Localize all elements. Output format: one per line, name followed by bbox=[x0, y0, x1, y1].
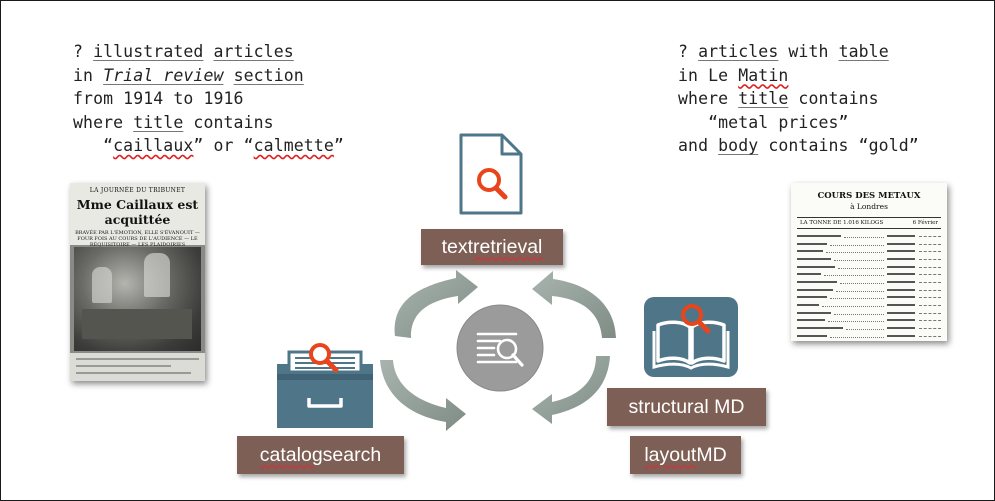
catalog-search-label: catalog search bbox=[237, 436, 404, 474]
query-right-segment: title bbox=[738, 89, 789, 108]
newspaper-clipping-left: LA JOURNÉE DU TRIBUNET Mme Caillaux est … bbox=[70, 183, 205, 381]
query-left-segment: title bbox=[133, 112, 184, 132]
file-cabinet-icon bbox=[277, 343, 373, 428]
query-left-segment: caillaux bbox=[113, 136, 194, 155]
clipping-left-headline: Mme Caillaux est acquittée bbox=[76, 197, 199, 227]
query-left-segment: from 1914 to 1916 bbox=[73, 89, 244, 108]
document-search-icon bbox=[459, 133, 523, 215]
label-text: structural MD bbox=[628, 395, 745, 418]
query-right-segment: Matin bbox=[738, 65, 789, 85]
query-right-segment: body bbox=[718, 136, 759, 155]
clipping-right-row bbox=[797, 278, 941, 286]
query-right-segment: Le bbox=[708, 65, 739, 85]
clipping-left-header: LA JOURNÉE DU TRIBUNET Mme Caillaux est … bbox=[70, 183, 205, 248]
cycle-arrow-top-right bbox=[532, 271, 616, 338]
query-right-segment: “metal prices” bbox=[678, 112, 849, 132]
layout-md-label: layout MD bbox=[630, 436, 741, 474]
query-left-segment: ” or “ bbox=[193, 136, 254, 155]
query-right-line: “metal prices” bbox=[678, 111, 919, 135]
clipping-right-row bbox=[797, 301, 941, 309]
query-left-line: from 1914 to 1916 bbox=[73, 87, 344, 111]
clipping-left-kicker: LA JOURNÉE DU TRIBUNET bbox=[89, 187, 186, 194]
query-right-segment: contains “gold” bbox=[758, 136, 919, 155]
query-right-segment: and bbox=[678, 136, 719, 155]
query-right-segment: where bbox=[678, 89, 739, 108]
text-search-hub-icon bbox=[456, 304, 544, 392]
query-right-line: in Le Matin bbox=[678, 64, 919, 88]
query-right-line: where title contains bbox=[678, 87, 919, 111]
cycle-arrow-bottom-right bbox=[532, 356, 610, 424]
query-left-segment: ” bbox=[333, 136, 344, 155]
query-left-segment: Trial review bbox=[103, 65, 224, 85]
label-text: layout bbox=[644, 443, 697, 466]
clipping-right-row bbox=[797, 286, 941, 294]
clipping-right-row bbox=[797, 324, 941, 332]
text-retrieval-label: text retrieval bbox=[421, 229, 563, 265]
clipping-right-row bbox=[797, 263, 941, 271]
clipping-right-table-header: LA TONNE DE 1.016 KILOGS 6 Février bbox=[797, 217, 941, 229]
query-right-line: ? articles with table bbox=[678, 40, 919, 64]
clipping-right-row bbox=[797, 247, 941, 255]
query-right-segment: ? bbox=[678, 42, 699, 61]
label-text: catalog bbox=[259, 443, 323, 466]
query-left-line: in Trial review section bbox=[73, 64, 344, 88]
query-left-segment: where bbox=[73, 112, 134, 132]
query-right-segment: in bbox=[678, 65, 709, 85]
query-left-segment: “ bbox=[73, 136, 114, 155]
query-right-line: and body contains “gold” bbox=[678, 134, 919, 158]
clipping-right-row bbox=[797, 232, 941, 240]
query-left-segment: calmette bbox=[253, 136, 334, 155]
open-book-search-icon bbox=[644, 297, 738, 377]
cycle-arrow-bottom-left bbox=[380, 360, 466, 431]
query-left-segment: contains bbox=[183, 112, 274, 132]
query-left-segment: section bbox=[233, 65, 304, 85]
clipping-right-row bbox=[797, 317, 941, 325]
clipping-right-row bbox=[797, 332, 941, 340]
query-right-segment: with bbox=[778, 42, 839, 61]
clipping-right-header-left: LA TONNE DE 1.016 KILOGS bbox=[800, 220, 884, 226]
clipping-left-photo bbox=[74, 247, 201, 351]
newspaper-clipping-right: COURS DES METAUX à Londres LA TONNE DE 1… bbox=[791, 183, 947, 341]
query-right-segment: table bbox=[838, 42, 889, 61]
query-left-line: ? illustrated articles bbox=[73, 40, 344, 64]
clipping-right-row bbox=[797, 240, 941, 248]
query-left-line: “caillaux” or “calmette” bbox=[73, 134, 344, 158]
cycle-arrow-left bbox=[394, 270, 478, 338]
label-text: search bbox=[322, 443, 382, 466]
clipping-right-header-right: 6 Février bbox=[912, 220, 938, 226]
query-left-segment: illustrated bbox=[93, 42, 204, 61]
clipping-right-subtitle: à Londres bbox=[850, 202, 888, 211]
structural-md-label: structural MD bbox=[607, 388, 766, 426]
clipping-right-row bbox=[797, 294, 941, 302]
clipping-right-row bbox=[797, 270, 941, 278]
label-text: MD bbox=[696, 443, 727, 466]
query-left-segment: ? bbox=[73, 42, 94, 61]
clipping-right-title: COURS DES METAUX bbox=[817, 191, 921, 201]
clipping-right-table-rows bbox=[797, 232, 941, 341]
label-text: text bbox=[441, 235, 474, 258]
query-right-segment: articles bbox=[698, 42, 779, 61]
query-left-line: where title contains bbox=[73, 111, 344, 135]
query-left-segment: in bbox=[73, 65, 104, 85]
clipping-left-caption bbox=[70, 353, 205, 381]
clipping-right-row bbox=[797, 309, 941, 317]
clipping-left-subhead: BRAVÉE PAR L'ÉMOTION, ELLE S'ÉVANOUIT — … bbox=[75, 230, 200, 248]
query-right-segment: contains bbox=[788, 89, 879, 108]
clipping-right-row bbox=[797, 255, 941, 263]
label-text: retrieval bbox=[473, 235, 543, 258]
query-left-segment: articles bbox=[213, 42, 294, 61]
